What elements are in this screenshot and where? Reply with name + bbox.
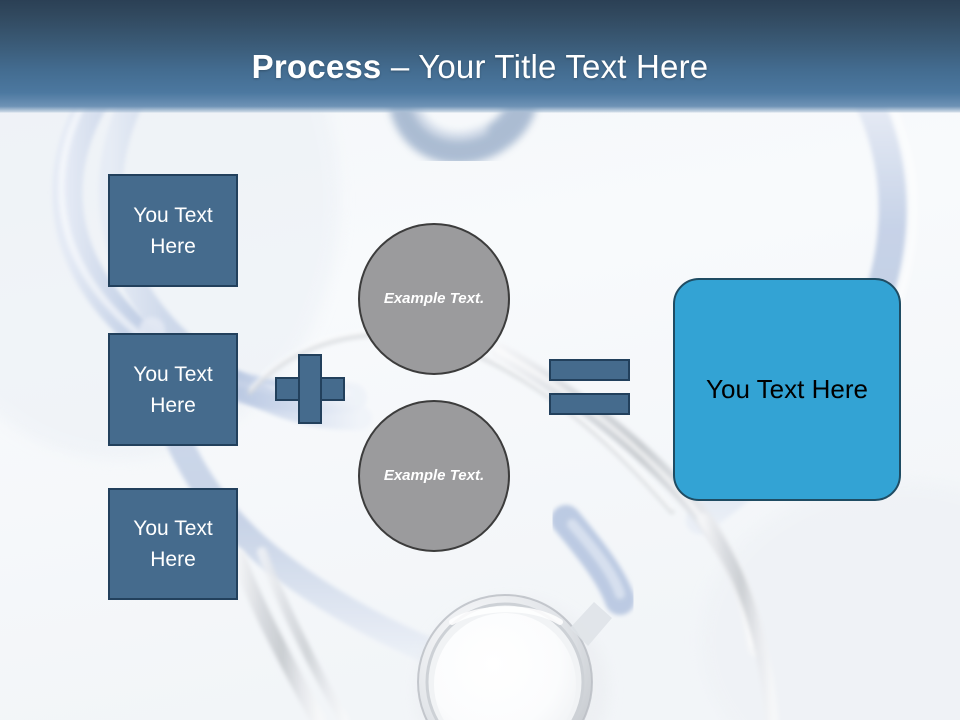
input-box-2[interactable]: You Text Here: [108, 333, 238, 446]
result-box-label: You Text Here: [706, 374, 868, 404]
input-box-1-label: You Text Here: [133, 203, 213, 258]
page-title-light: Your Title Text Here: [418, 48, 709, 85]
page-title-bold: Process: [251, 48, 382, 85]
slide-header-bar: Process – Your Title Text Here: [0, 0, 960, 113]
page-title-dash: –: [381, 48, 419, 85]
plus-center-fill: [300, 379, 320, 399]
example-circle-2[interactable]: Example Text.: [358, 400, 510, 552]
input-box-3-label: You Text Here: [133, 517, 213, 571]
page-title: Process – Your Title Text Here: [0, 48, 960, 86]
plus-operator-icon: [275, 354, 345, 424]
example-circle-1[interactable]: Example Text.: [358, 223, 510, 375]
equals-bottom-bar: [549, 393, 630, 415]
input-box-2-label: You Text Here: [133, 362, 213, 417]
example-circle-1-label: Example Text.: [383, 290, 485, 307]
example-circle-2-label: Example Text.: [383, 467, 485, 484]
result-box[interactable]: You Text Here: [673, 278, 901, 501]
equals-top-bar: [549, 359, 630, 381]
input-box-3[interactable]: You Text Here: [108, 488, 238, 600]
equals-operator-icon: [549, 359, 630, 415]
input-box-1[interactable]: You Text Here: [108, 174, 238, 287]
